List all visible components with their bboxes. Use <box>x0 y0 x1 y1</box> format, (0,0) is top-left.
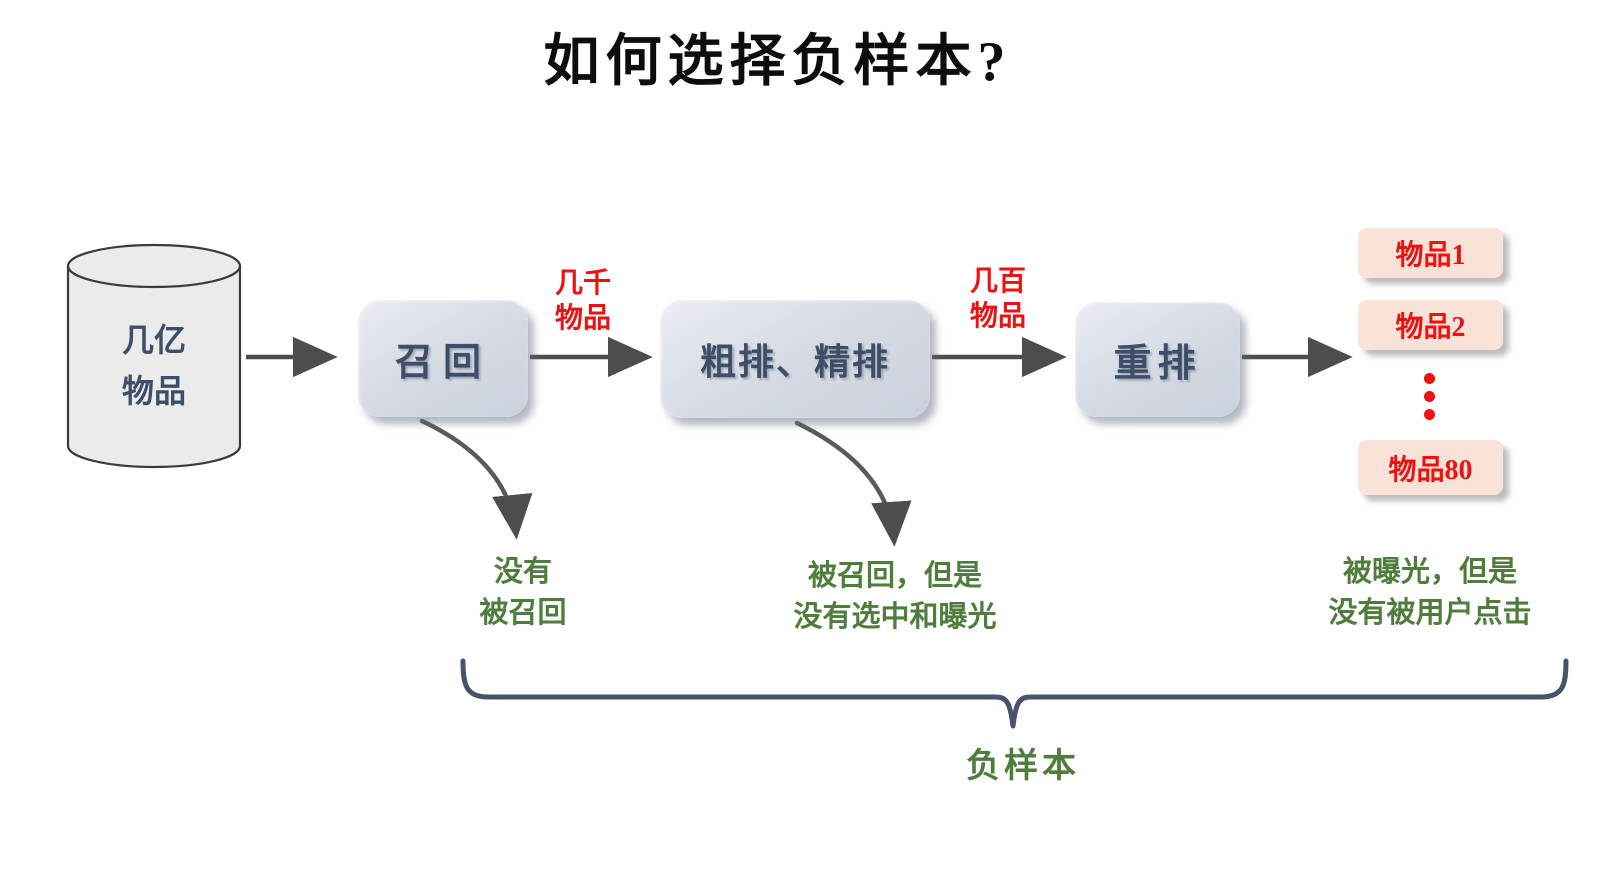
stage-box-recall: 召回 <box>358 300 528 417</box>
stage-box-ranking: 粗排、精排 <box>660 300 930 418</box>
stage-label-recall: 召回 <box>394 342 491 384</box>
item-box-2-label: 物品2 <box>1395 312 1466 343</box>
items-database-cylinder <box>66 243 242 469</box>
item-box-1: 物品1 <box>1358 228 1503 278</box>
ellipsis-dot <box>1424 373 1435 384</box>
annotation-shown-not-clicked-line1: 被曝光，但是 <box>1342 556 1517 588</box>
stage-label-ranking: 粗排、精排 <box>699 342 890 382</box>
item-box-1-label: 物品1 <box>1395 240 1466 271</box>
annotation-shown-not-clicked: 被曝光，但是 没有被用户点击 <box>1268 552 1592 634</box>
annotation-recalled-not-shown: 被召回，但是 没有选中和曝光 <box>735 556 1055 638</box>
stage-label-rerank: 重排 <box>1113 343 1202 385</box>
negative-samples-label: 负样本 <box>966 748 1080 785</box>
stage-box-rerank: 重排 <box>1075 302 1240 417</box>
flow-count-after-ranking-line1: 几百 <box>969 266 1026 297</box>
negative-samples-brace <box>460 658 1569 729</box>
annotation-not-recalled-line1: 没有 <box>493 556 552 588</box>
source-items-line2: 物品 <box>121 373 186 409</box>
curved-arrow-recall-dropout <box>419 418 533 540</box>
annotation-recalled-not-shown-line1: 被召回，但是 <box>807 560 982 592</box>
flow-count-after-recall: 几千 物品 <box>503 266 663 336</box>
vertical-ellipsis-icon <box>1424 373 1435 420</box>
flow-count-after-recall-line2: 物品 <box>554 303 611 334</box>
ellipsis-dot <box>1424 409 1435 420</box>
flow-count-after-recall-line1: 几千 <box>554 268 611 299</box>
item-box-2: 物品2 <box>1358 300 1503 350</box>
annotation-recalled-not-shown-line2: 没有选中和曝光 <box>793 601 997 633</box>
page-title: 如何选择负样本? <box>543 31 1012 93</box>
annotation-not-recalled: 没有 被召回 <box>413 552 633 634</box>
source-items-line1: 几亿 <box>121 322 186 358</box>
item-box-80: 物品80 <box>1358 440 1503 495</box>
flow-count-after-ranking: 几百 物品 <box>918 264 1078 334</box>
flow-count-after-ranking-line2: 物品 <box>969 301 1026 332</box>
ellipsis-dot <box>1424 391 1435 402</box>
item-box-80-label: 物品80 <box>1388 454 1473 486</box>
annotation-shown-not-clicked-line2: 没有被用户点击 <box>1328 597 1532 629</box>
curved-arrow-ranking-dropout <box>794 420 912 547</box>
source-items-label: 几亿 物品 <box>78 315 230 417</box>
annotation-not-recalled-line2: 被召回 <box>479 597 567 629</box>
